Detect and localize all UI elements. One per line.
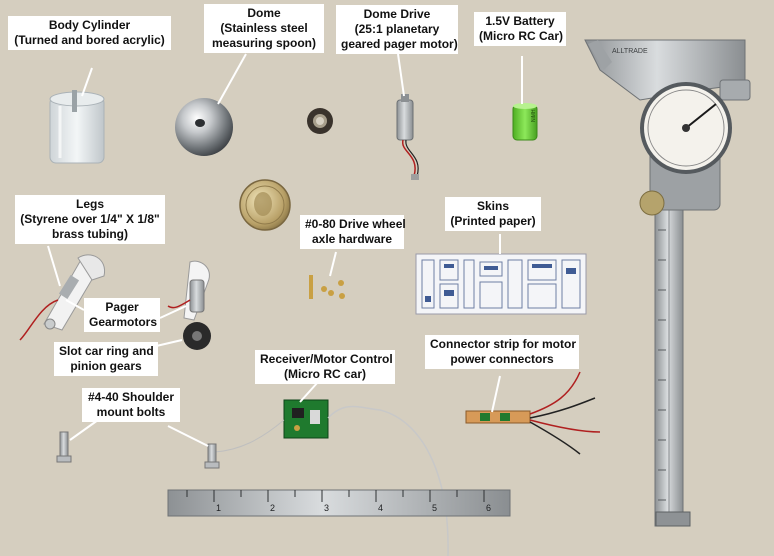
label-shoulder-bolts: #4-40 Shoulder mount bolts	[82, 388, 180, 422]
label-pager-gearmotors-line-1: Pager	[105, 300, 139, 314]
label-skins: Skins (Printed paper)	[445, 197, 541, 231]
label-dome-drive-note-1: (25:1 planetary	[354, 22, 440, 36]
axle-hardware	[309, 275, 345, 299]
shoulder-bolt-left	[56, 431, 72, 463]
label-skins-title: Skins	[476, 199, 509, 213]
skins-paper	[415, 253, 587, 315]
ruler-number-4: 4	[378, 503, 383, 513]
label-slot-car-gears-line-1: Slot car ring and	[59, 344, 154, 358]
leg-right	[167, 260, 211, 350]
label-pager-gearmotors-line-2: Gearmotors	[89, 315, 158, 329]
label-dome-note-2: measuring spoon)	[211, 36, 316, 50]
label-legs-note-1: (Styrene over 1/4" X 1/8"	[20, 212, 160, 226]
label-receiver-note: (Micro RC car)	[283, 367, 366, 381]
dome-drive-motor	[396, 94, 419, 180]
drive-ring	[307, 108, 333, 134]
label-connector-strip-line-1: Connector strip for motor	[430, 337, 576, 351]
label-body-cylinder-note: (Turned and bored acrylic)	[14, 33, 165, 47]
label-shoulder-bolts-line-1: #4-40 Shoulder	[87, 390, 175, 404]
label-slot-car-gears-line-2: pinion gears	[70, 359, 142, 373]
label-connector-strip-line-2: power connectors	[450, 352, 554, 366]
label-battery: 1.5V Battery (Micro RC Car)	[474, 12, 566, 46]
battery: NiMH	[512, 103, 538, 141]
label-dome-drive-title: Dome Drive	[363, 7, 431, 21]
ruler-number-6: 6	[486, 503, 491, 513]
connector-strip	[465, 371, 601, 455]
ruler-number-2: 2	[270, 503, 275, 513]
label-drive-wheel-note: axle hardware	[311, 232, 393, 246]
shoulder-bolt-right	[204, 443, 220, 469]
label-skins-note: (Printed paper)	[450, 214, 536, 228]
receiver-board	[214, 399, 449, 556]
steel-ruler: 1 2 3 4 5 6	[167, 489, 511, 517]
label-receiver-title: Receiver/Motor Control	[260, 352, 393, 366]
dial-caliper: ALLTRADE	[584, 39, 751, 527]
ruler-number-3: 3	[324, 503, 329, 513]
label-drive-wheel: #0-80 Drive wheel axle hardware	[300, 215, 406, 249]
label-body-cylinder-title: Body Cylinder	[48, 18, 131, 32]
label-pager-gearmotors: Pager Gearmotors	[84, 298, 160, 332]
label-legs: Legs (Styrene over 1/4" X 1/8" brass tub…	[15, 195, 165, 244]
leg-left	[19, 254, 106, 341]
label-legs-title: Legs	[75, 197, 104, 211]
label-battery-note: (Micro RC Car)	[479, 29, 564, 43]
label-dome-title: Dome	[247, 6, 281, 20]
label-body-cylinder: Body Cylinder (Turned and bored acrylic)	[8, 16, 171, 50]
label-dome-note-1: (Stainless steel	[220, 21, 308, 35]
ruler-number-5: 5	[432, 503, 437, 513]
body-cylinder	[49, 90, 105, 164]
svg-text:NiMH: NiMH	[531, 109, 537, 122]
caliper-brand: ALLTRADE	[612, 48, 648, 55]
dome-spoon	[175, 98, 233, 156]
label-dome-drive-note-2: geared pager motor)	[341, 37, 458, 51]
quarter-coin	[239, 179, 291, 231]
ruler-number-1: 1	[216, 503, 221, 513]
label-receiver: Receiver/Motor Control (Micro RC car)	[255, 350, 395, 384]
label-drive-wheel-title: #0-80 Drive wheel	[305, 217, 406, 231]
label-battery-title: 1.5V Battery	[485, 14, 555, 28]
label-connector-strip: Connector strip for motor power connecto…	[425, 335, 579, 369]
label-legs-note-2: brass tubing)	[51, 227, 128, 241]
label-shoulder-bolts-line-2: mount bolts	[96, 405, 166, 419]
label-slot-car-gears: Slot car ring and pinion gears	[54, 342, 158, 376]
label-dome: Dome (Stainless steel measuring spoon)	[204, 4, 324, 53]
label-dome-drive: Dome Drive (25:1 planetary geared pager …	[336, 5, 458, 54]
